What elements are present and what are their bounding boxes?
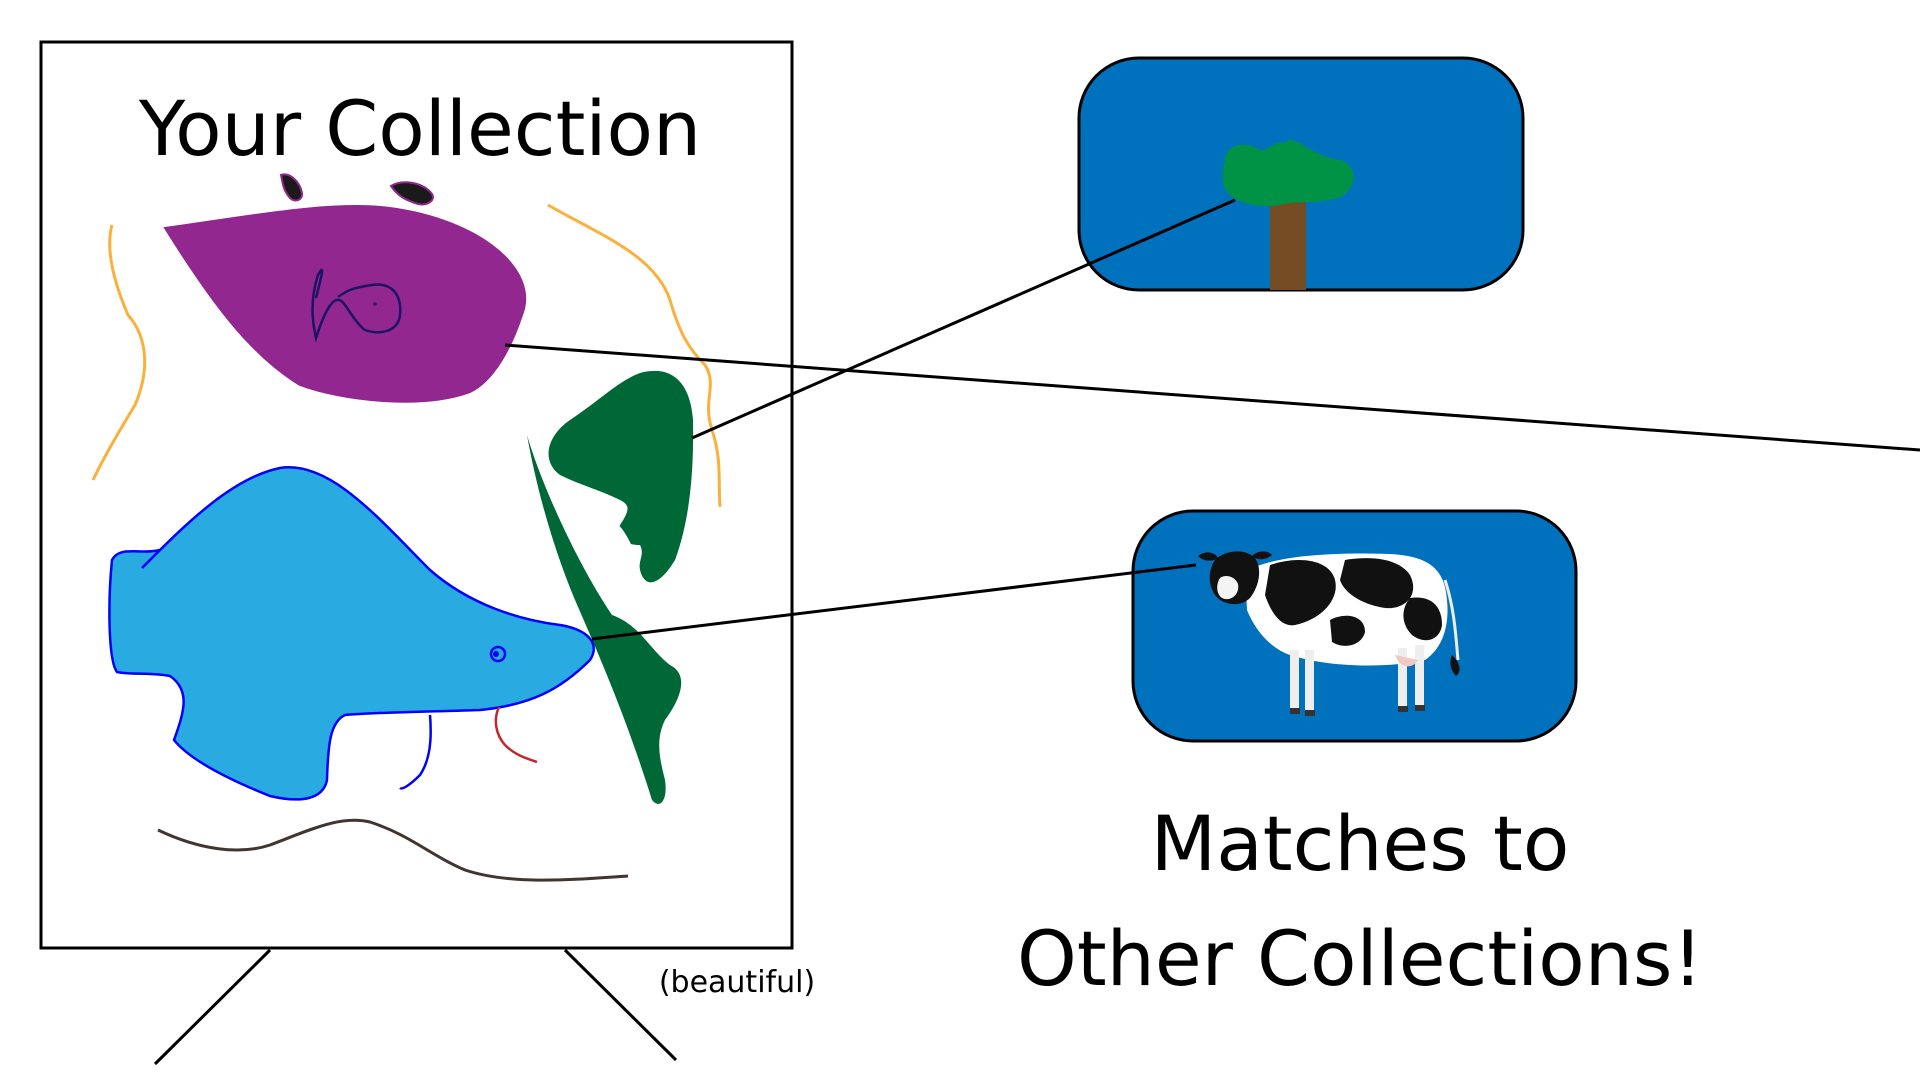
brown-squiggle xyxy=(157,818,629,882)
connector-fish-offscreen xyxy=(504,343,1920,452)
blue-fish-eye xyxy=(489,645,507,663)
green-leaf-notch xyxy=(598,520,640,563)
connector-leaf-tree xyxy=(691,198,1236,440)
green-shape xyxy=(527,435,682,804)
connector-fish-cow xyxy=(591,563,1197,641)
beautiful-note: (beautiful) xyxy=(659,965,815,1000)
connector-lines xyxy=(504,198,1920,641)
collection-title: Your Collection xyxy=(138,84,701,173)
tree-icon xyxy=(1222,139,1354,290)
cow-icon xyxy=(1198,551,1460,716)
blue-fish-eye-pupil xyxy=(493,651,499,657)
orange-squiggle-left xyxy=(91,224,147,481)
fish-scribble-eye xyxy=(373,302,377,306)
matches-caption-line2: Other Collections! xyxy=(1017,914,1703,1003)
seed-1 xyxy=(279,173,304,202)
blue-fish xyxy=(108,466,595,801)
blue-squiggle xyxy=(399,714,432,790)
green-leaf xyxy=(548,370,694,583)
easel-legs xyxy=(153,948,678,1066)
matches-caption-line1: Matches to xyxy=(1151,799,1570,888)
match-card-cow[interactable] xyxy=(1131,509,1578,743)
painting xyxy=(91,173,722,882)
fish-scribble xyxy=(311,268,402,343)
match-card-tree[interactable] xyxy=(1077,56,1525,292)
seed-2 xyxy=(389,181,434,206)
red-squiggle xyxy=(494,706,538,764)
